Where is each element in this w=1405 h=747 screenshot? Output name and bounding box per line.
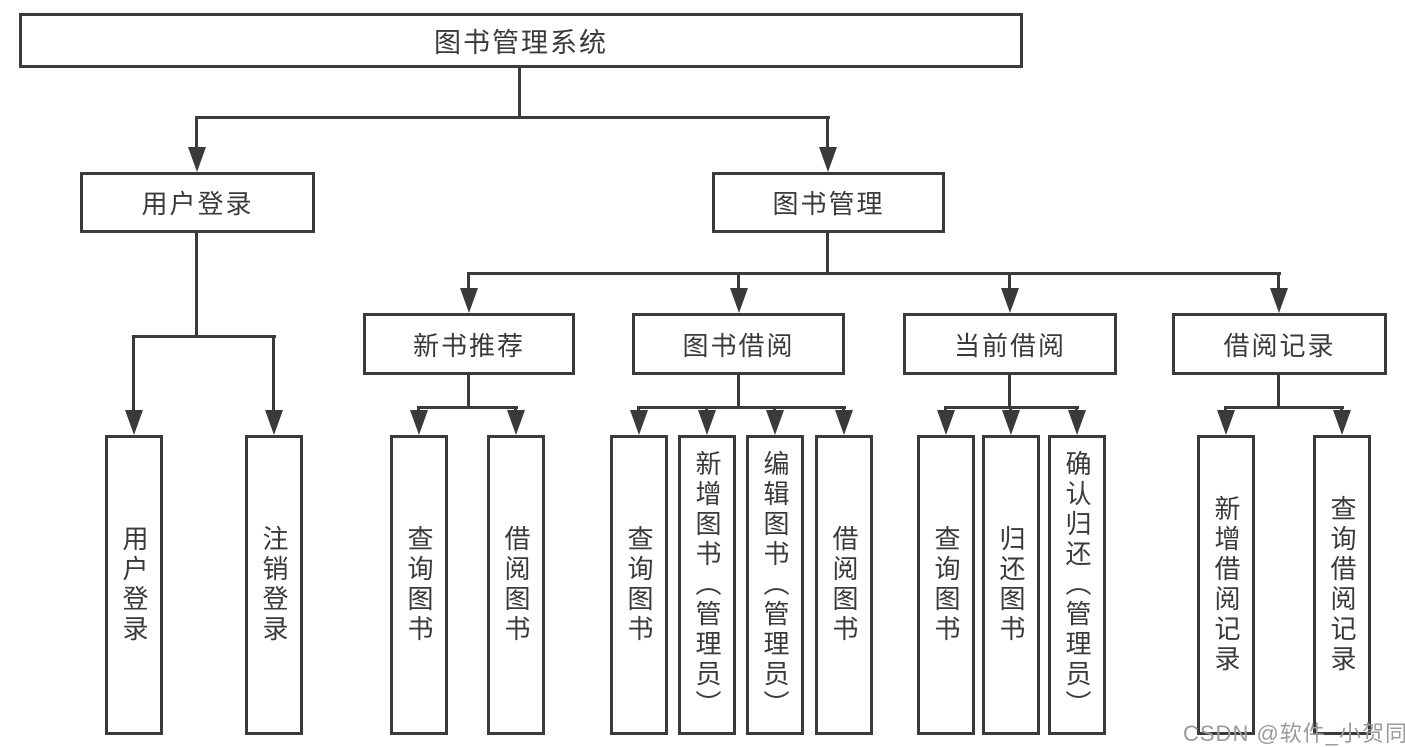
connector-line [418,406,518,409]
leaf-edit-book-admin: 编辑图书（管理员） [746,435,804,735]
leaf-user-login: 用户登录 [105,435,163,735]
node-label: 当前借阅 [953,330,1066,361]
leaf-borrow-books: 借阅图书 [815,435,873,735]
connector-line [1008,272,1011,289]
connector-line [1224,406,1227,412]
leaf-borrow-books-recommend: 借阅图书 [487,435,545,735]
arrow-down-icon [1333,410,1351,435]
connector-line [705,406,708,412]
arrow-down-icon [630,410,648,435]
arrow-down-icon [766,410,784,435]
node-label: 图书管理 [772,189,885,219]
leaf-query-borrow-record: 查询借阅记录 [1313,435,1371,735]
leaf-label: 编辑图书（管理员） [760,450,790,720]
leaf-label: 注销登录 [259,525,289,645]
connector-line [1277,374,1280,408]
connector-line [826,116,829,148]
leaf-label: 归还图书 [996,525,1026,645]
arrow-down-icon [410,410,428,435]
connector-line [1277,272,1280,289]
leaf-label: 新增图书（管理员） [692,450,722,720]
leaf-logout: 注销登录 [245,435,303,735]
node-current-borrowing: 当前借阅 [903,313,1117,375]
leaf-label: 借阅图书 [829,525,859,645]
leaf-label: 查询图书 [624,525,654,645]
connector-line [467,272,470,289]
watermark: CSDN @软件_小贺同学 [1183,721,1405,746]
leaf-label: 新增借阅记录 [1211,495,1241,675]
arrow-down-icon [730,288,748,313]
leaf-query-books-recommend: 查询图书 [390,435,448,735]
arrow-down-icon [1001,288,1019,313]
connector-line [132,335,135,411]
node-root: 图书管理系统 [19,13,1023,68]
connector-line [826,232,829,274]
leaf-label: 用户登录 [119,525,149,645]
arrow-down-icon [188,147,206,172]
node-user-login: 用户登录 [80,172,315,233]
connector-line [518,68,521,118]
connector-line [944,406,947,412]
leaf-query-books-borrowing: 查询图书 [610,435,668,735]
arrow-down-icon [265,410,283,435]
node-label: 用户登录 [141,189,254,219]
node-borrowing-records: 借阅记录 [1172,313,1387,375]
node-label: 借阅记录 [1223,330,1336,361]
arrow-down-icon [835,410,853,435]
arrow-down-icon [1217,410,1235,435]
leaf-return-book: 归还图书 [982,435,1040,735]
connector-line [1009,406,1012,412]
arrow-down-icon [937,410,955,435]
leaf-confirm-return-admin: 确认归还（管理员） [1048,435,1106,735]
leaf-label: 查询借阅记录 [1327,495,1357,675]
arrow-down-icon [819,147,837,172]
arrow-down-icon [1002,410,1020,435]
connector-line [514,406,517,412]
leaf-add-borrow-record: 新增借阅记录 [1197,435,1255,735]
node-label: 图书借阅 [682,330,795,361]
arrow-down-icon [1270,288,1288,313]
connector-line [1340,406,1343,412]
connector-line [1225,406,1344,409]
connector-line [945,406,1079,409]
connector-line [133,335,276,338]
connector-line [467,374,470,408]
connector-line [1008,374,1011,408]
arrow-down-icon [507,410,525,435]
connector-line [737,272,740,289]
connector-line [773,406,776,412]
connector-line [196,116,830,119]
connector-line [737,374,740,408]
node-label: 新书推荐 [412,330,525,361]
arrow-down-icon [125,410,143,435]
arrow-down-icon [460,288,478,313]
connector-line [417,406,420,412]
node-book-borrowing: 图书借阅 [632,313,845,375]
connector-line [1075,406,1078,412]
connector-line [195,116,198,148]
connector-line [468,272,1281,275]
arrow-down-icon [698,410,716,435]
arrow-down-icon [1068,410,1086,435]
node-book-management: 图书管理 [712,172,945,233]
leaf-query-books-current: 查询图书 [917,435,975,735]
connector-line [842,406,845,412]
leaf-label: 查询图书 [404,525,434,645]
node-root-label: 图书管理系统 [434,28,608,58]
connector-line [272,335,275,411]
leaf-label: 借阅图书 [501,525,531,645]
connector-line [637,406,640,412]
connector-line [638,406,846,409]
leaf-label: 查询图书 [931,525,961,645]
node-new-book-recommend: 新书推荐 [363,313,575,375]
leaf-add-book-admin: 新增图书（管理员） [678,435,736,735]
connector-line [195,232,198,337]
leaf-label: 确认归还（管理员） [1062,450,1092,720]
